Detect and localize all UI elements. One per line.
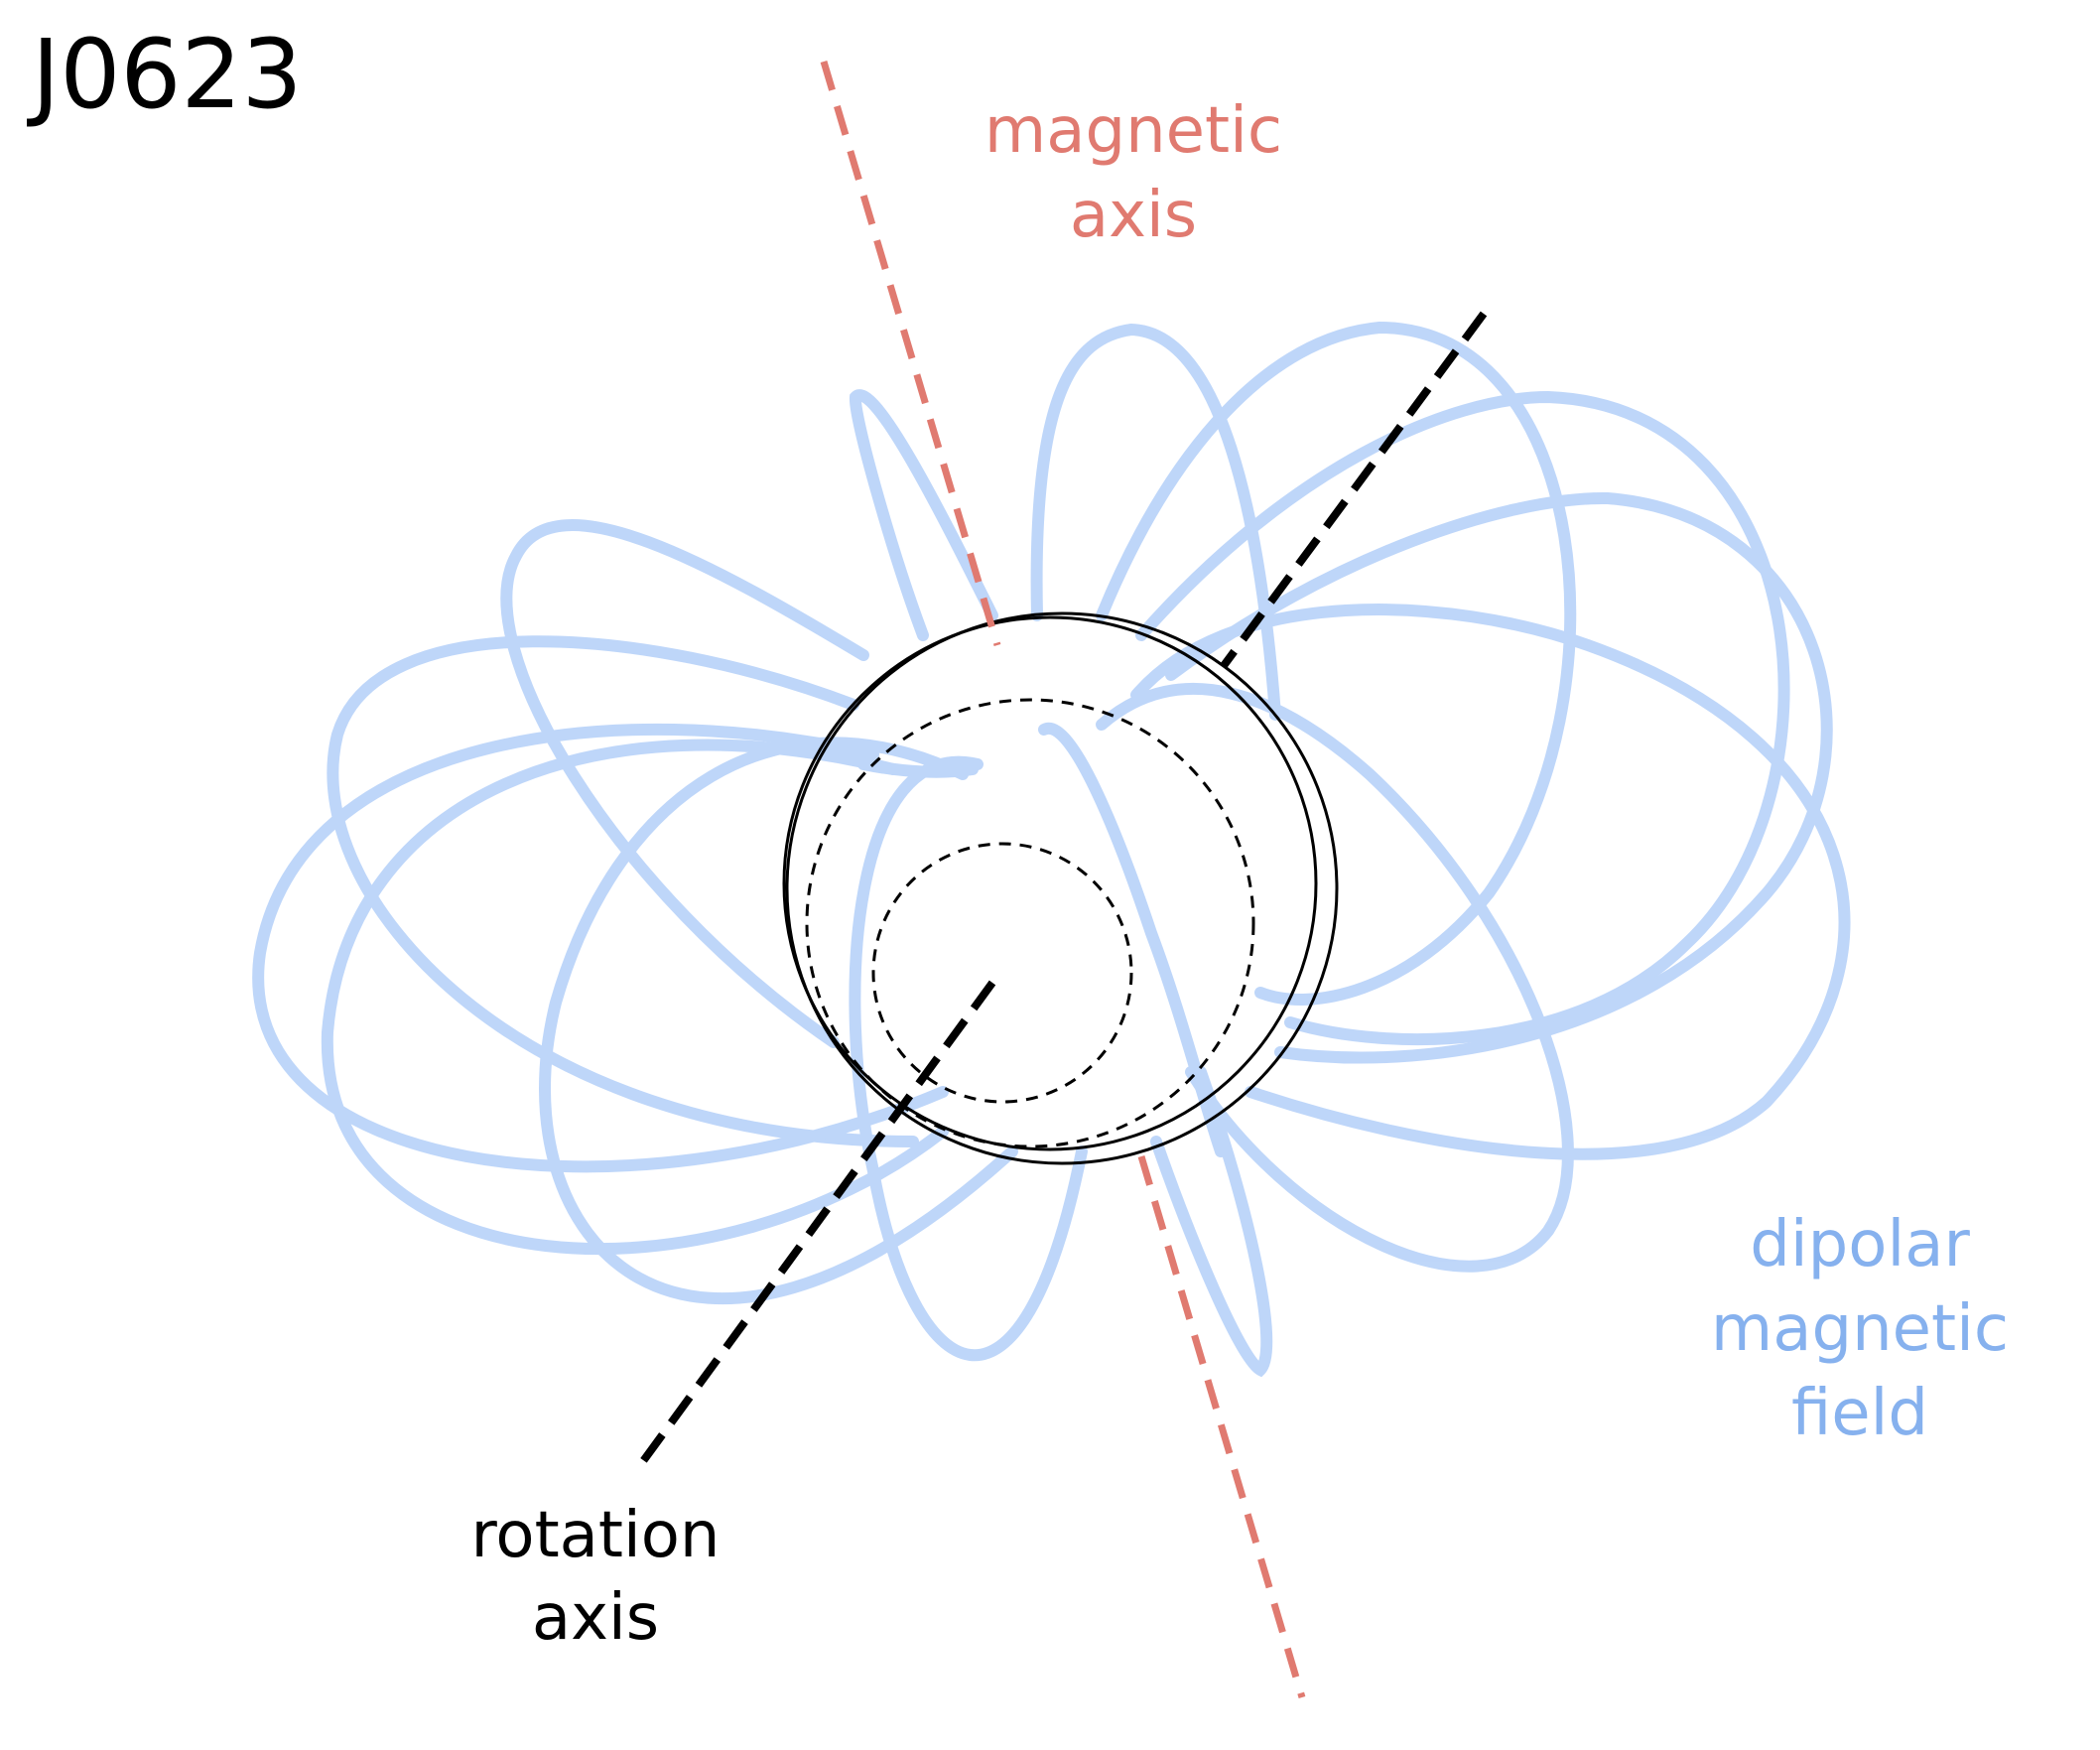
magnetic-axis [820, 61, 1306, 1698]
field-hook-center [1038, 722, 1227, 1157]
dipolar-field-label: dipolar magnetic field [1711, 1208, 2009, 1450]
field-loop-left-3 [252, 723, 949, 1173]
rotation-axis-label-line2: axis [532, 1581, 659, 1655]
field-hook-left-tip [857, 758, 979, 778]
rotation-axis-lower [639, 980, 996, 1464]
field-loop-right-3 [1130, 604, 1851, 1160]
magnetic-axis-upper [820, 61, 1001, 646]
magnetic-axis-label-line2: axis [1070, 179, 1197, 252]
star-inner-dashed-large [805, 698, 1255, 1148]
field-loop-right-2 [1165, 491, 1833, 1064]
neutron-star [782, 611, 1339, 1165]
field-loop-right-1 [1135, 390, 1790, 1045]
dipolar-field-lines [252, 321, 1851, 1378]
field-loop-bottom-inner [849, 755, 1088, 1361]
dipolar-field-label-line3: field [1791, 1377, 1928, 1450]
field-loop-top-2 [1096, 321, 1577, 1006]
dipolar-field-label-line2: magnetic [1711, 1292, 2009, 1366]
magnetic-axis-label-line1: magnetic [984, 94, 1282, 168]
field-loop-right-4 [1096, 682, 1574, 1273]
rotation-axis-label: rotation axis [471, 1499, 721, 1655]
field-loop-left-1 [500, 519, 869, 1048]
star-outline-back [782, 615, 1318, 1151]
magnetic-axis-label: magnetic axis [984, 94, 1282, 252]
rotation-axis-label-line1: rotation [471, 1499, 721, 1572]
rotation-axis [639, 311, 1488, 1464]
field-loop-left-4 [321, 739, 949, 1255]
field-loop-left-2 [327, 635, 919, 1147]
field-loop-top-1 [1030, 323, 1281, 721]
star-inner-dashed-small [871, 842, 1133, 1104]
star-outline-front [785, 611, 1339, 1165]
diagram-title: J0623 [27, 19, 303, 130]
field-petal-top [849, 389, 998, 641]
dipolar-field-label-line1: dipolar [1750, 1208, 1970, 1281]
rotation-axis-upper [1219, 311, 1488, 670]
magnetic-axis-lower [1137, 1155, 1306, 1698]
field-petal-bottom [1150, 1066, 1273, 1378]
